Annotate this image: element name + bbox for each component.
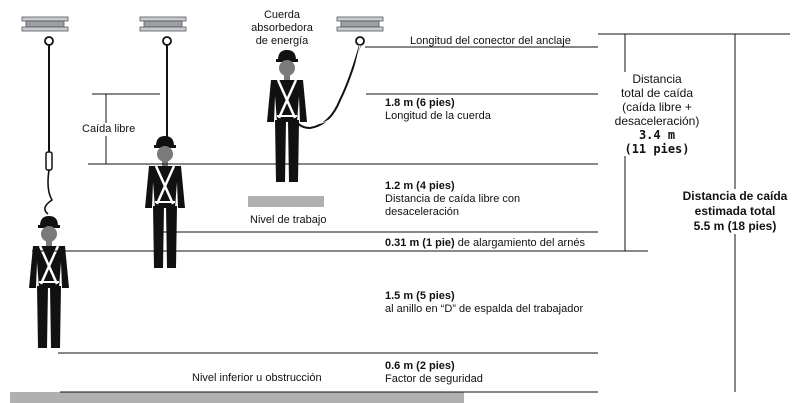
total-fall-line-1: Distancia [632,72,682,86]
worker-mid-fall [143,134,187,270]
safety-desc: Factor de seguridad [385,373,483,385]
work-platform [248,196,324,207]
anchor-beam-middle [139,16,187,32]
lanyard-length-value: 1.8 m (6 pies) [385,97,455,109]
total-fall-value-2: (11 pies) [624,142,690,156]
worker-standing [265,48,309,184]
dring-desc: al anillo en “D” de espalda del trabajad… [385,303,584,315]
harness-desc: de alargamiento del arnés [457,237,585,249]
safety-value: 0.6 m (2 pies) [385,360,455,372]
work-level-label: Nivel de trabajo [250,214,327,226]
anchor-ring-left [44,36,54,46]
estimated-total-label: Distancia de caída estimada total 5.5 m … [672,189,798,234]
energy-lanyard-line-2: absorbedora [251,22,313,34]
lanyard-length-note: 1.8 m (6 pies) Longitud de la cuerda [385,97,491,123]
total-fall-line-3: (caída libre + [622,100,692,114]
dring-value: 1.5 m (5 pies) [385,290,455,302]
energy-lanyard-line-1: Cuerda [263,9,301,21]
dring-note: 1.5 m (5 pies) al anillo en “D” de espal… [385,290,583,316]
anchor-ring-right [355,36,365,46]
decel-desc-line-1: Distancia de caída libre con [385,193,521,205]
decel-desc-line-2: desaceleración [385,206,459,218]
energy-lanyard-label: Cuerda absorbedora de energía [232,9,332,48]
anchor-beam-left [21,16,69,32]
anchor-beam-right [336,16,384,32]
lower-level-label: Nivel inferior u obstrucción [192,372,322,384]
shock-absorber-pack [45,151,53,171]
decel-note: 1.2 m (4 pies) Distancia de caída libre … [385,180,520,219]
energy-lanyard-line-3: de energía [255,35,309,47]
anchor-ring-middle [162,36,172,46]
harness-value: 0.31 m (1 pie) [385,237,455,249]
total-fall-line-4: desaceleración) [614,114,700,128]
estimated-total-value: 5.5 m (18 pies) [693,219,777,233]
lower-level-floor [10,392,464,403]
worker-arrested [27,214,71,350]
safety-note: 0.6 m (2 pies) Factor de seguridad [385,360,483,386]
harness-note: 0.31 m (1 pie) de alargamiento del arnés [385,237,585,250]
total-fall-label: Distancia total de caída (caída libre + … [598,72,716,156]
total-fall-value-1: 3.4 m [638,128,676,142]
free-fall-label: Caída libre [80,123,138,136]
lanyard-length-desc: Longitud de la cuerda [385,110,491,122]
anchor-connector-label: Longitud del conector del anclaje [410,35,571,47]
total-fall-line-2: total de caída [620,86,694,100]
decel-value: 1.2 m (4 pies) [385,180,455,192]
estimated-total-line-2: estimada total [694,204,776,218]
estimated-total-line-1: Distancia de caída [682,189,788,203]
